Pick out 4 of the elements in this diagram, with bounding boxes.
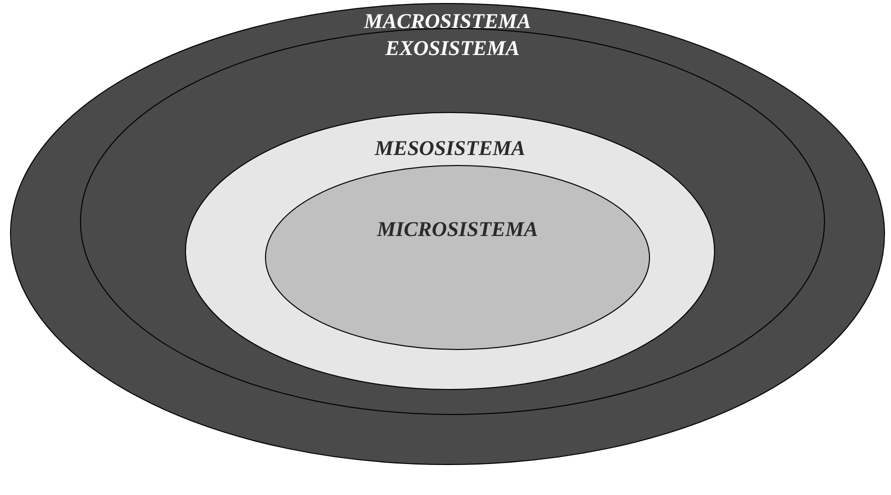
system-label: MACROSISTEMA	[364, 9, 531, 34]
system-label: EXOSISTEMA	[385, 36, 520, 61]
system-label: MESOSISTEMA	[374, 136, 526, 161]
system-label: MICROSISTEMA	[376, 217, 538, 242]
